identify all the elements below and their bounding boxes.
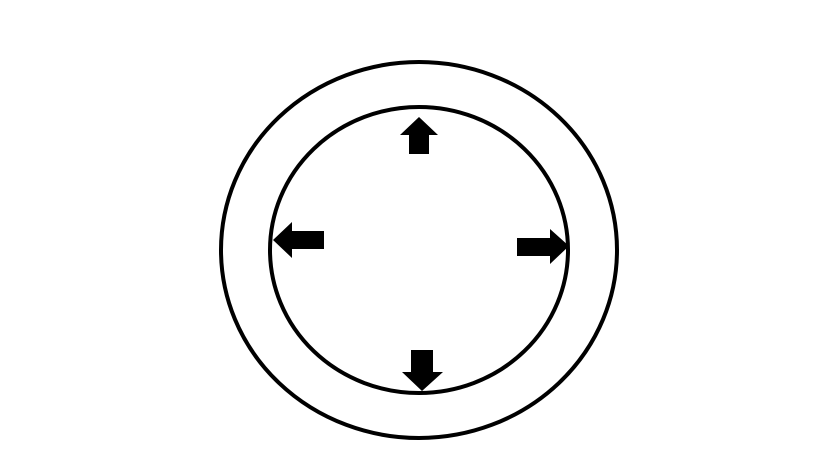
outer-circle	[219, 60, 619, 440]
arrow-down-icon	[402, 350, 443, 391]
arrow-up-icon	[400, 117, 438, 154]
inner-circle	[268, 105, 570, 395]
arrow-right-icon	[517, 229, 569, 264]
arrow-left-icon	[273, 222, 324, 258]
